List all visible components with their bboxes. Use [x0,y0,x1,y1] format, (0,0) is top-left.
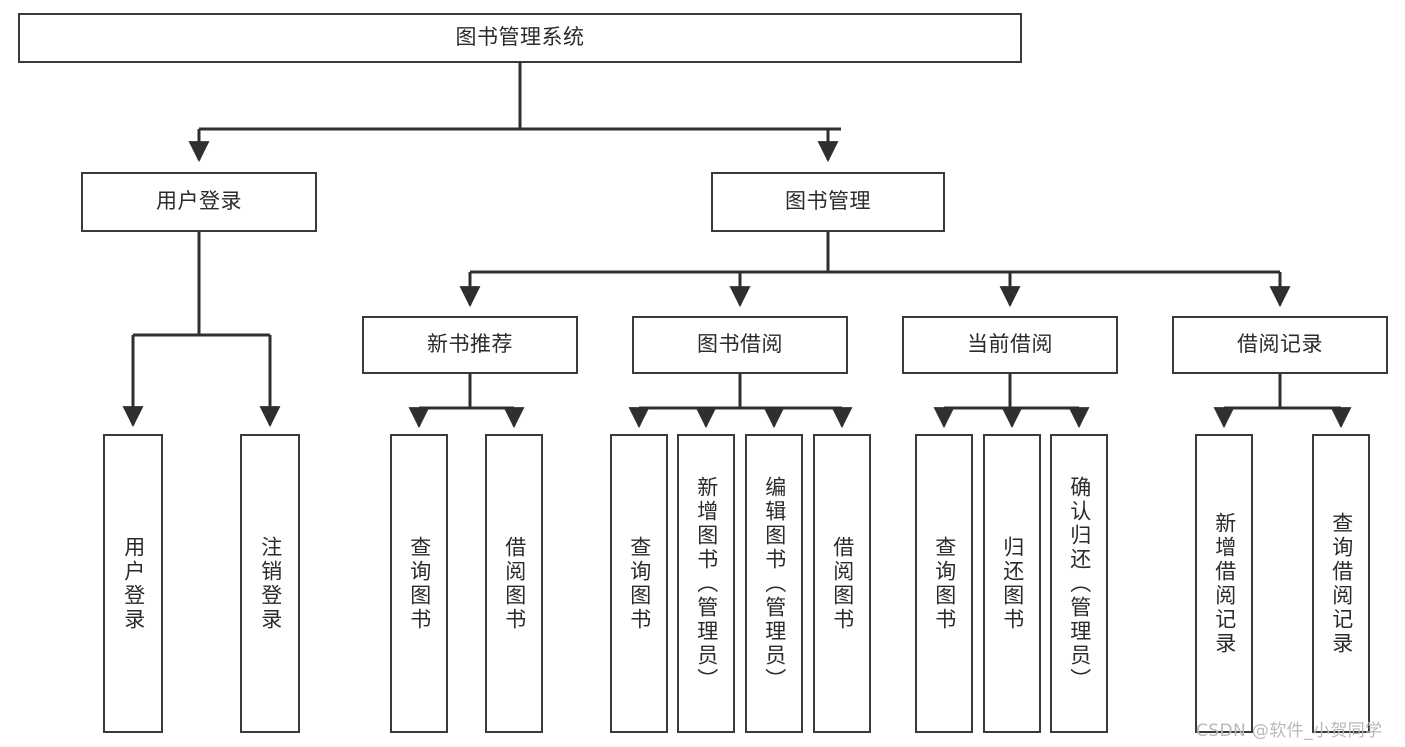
node-leaf-add-book-admin[interactable]: 新增图书（管理员） [677,434,735,733]
node-leaf-confirm-return-admin[interactable]: 确认归还（管理员） [1050,434,1108,733]
node-leaf-borrow-book-recommend[interactable]: 借阅图书 [485,434,543,733]
node-leaf-query-book-borrow[interactable]: 查询图书 [610,434,668,733]
node-label: 新增借阅记录 [1212,511,1237,656]
node-label: 用户登录 [121,535,146,632]
node-label: 用户登录 [156,189,242,214]
node-root-label: 图书管理系统 [455,25,585,50]
node-leaf-user-login[interactable]: 用户登录 [103,434,163,733]
node-leaf-query-book-recommend[interactable]: 查询图书 [390,434,448,733]
node-label: 新书推荐 [427,332,513,357]
node-level2-current-borrow[interactable]: 当前借阅 [902,316,1118,374]
node-leaf-query-borrow-record[interactable]: 查询借阅记录 [1312,434,1370,733]
node-level2-book-borrow[interactable]: 图书借阅 [632,316,848,374]
node-label: 查询图书 [932,535,957,632]
node-label: 图书管理 [785,189,871,214]
node-label: 注销登录 [258,535,283,632]
node-leaf-add-borrow-record[interactable]: 新增借阅记录 [1195,434,1253,733]
node-leaf-logout[interactable]: 注销登录 [240,434,300,733]
node-label: 当前借阅 [967,332,1053,357]
node-label: 图书借阅 [697,332,783,357]
node-root[interactable]: 图书管理系统 [18,13,1022,63]
node-level1-user-login[interactable]: 用户登录 [81,172,317,232]
node-leaf-query-book-current[interactable]: 查询图书 [915,434,973,733]
node-label: 借阅图书 [830,535,855,632]
node-label: 查询图书 [407,535,432,632]
node-label: 编辑图书（管理员） [762,475,787,692]
node-label: 归还图书 [1000,535,1025,632]
node-level1-book-management[interactable]: 图书管理 [711,172,945,232]
node-level2-new-book-recommend[interactable]: 新书推荐 [362,316,578,374]
node-label: 借阅记录 [1237,332,1323,357]
csdn-watermark: CSDN @软件_小贺同学 [1196,721,1383,741]
node-level2-borrow-record[interactable]: 借阅记录 [1172,316,1388,374]
node-label: 查询借阅记录 [1329,511,1354,656]
node-leaf-return-book[interactable]: 归还图书 [983,434,1041,733]
node-label: 借阅图书 [502,535,527,632]
node-label: 新增图书（管理员） [694,475,719,692]
node-label: 查询图书 [627,535,652,632]
node-leaf-edit-book-admin[interactable]: 编辑图书（管理员） [745,434,803,733]
node-label: 确认归还（管理员） [1067,475,1092,692]
node-leaf-borrow-book[interactable]: 借阅图书 [813,434,871,733]
